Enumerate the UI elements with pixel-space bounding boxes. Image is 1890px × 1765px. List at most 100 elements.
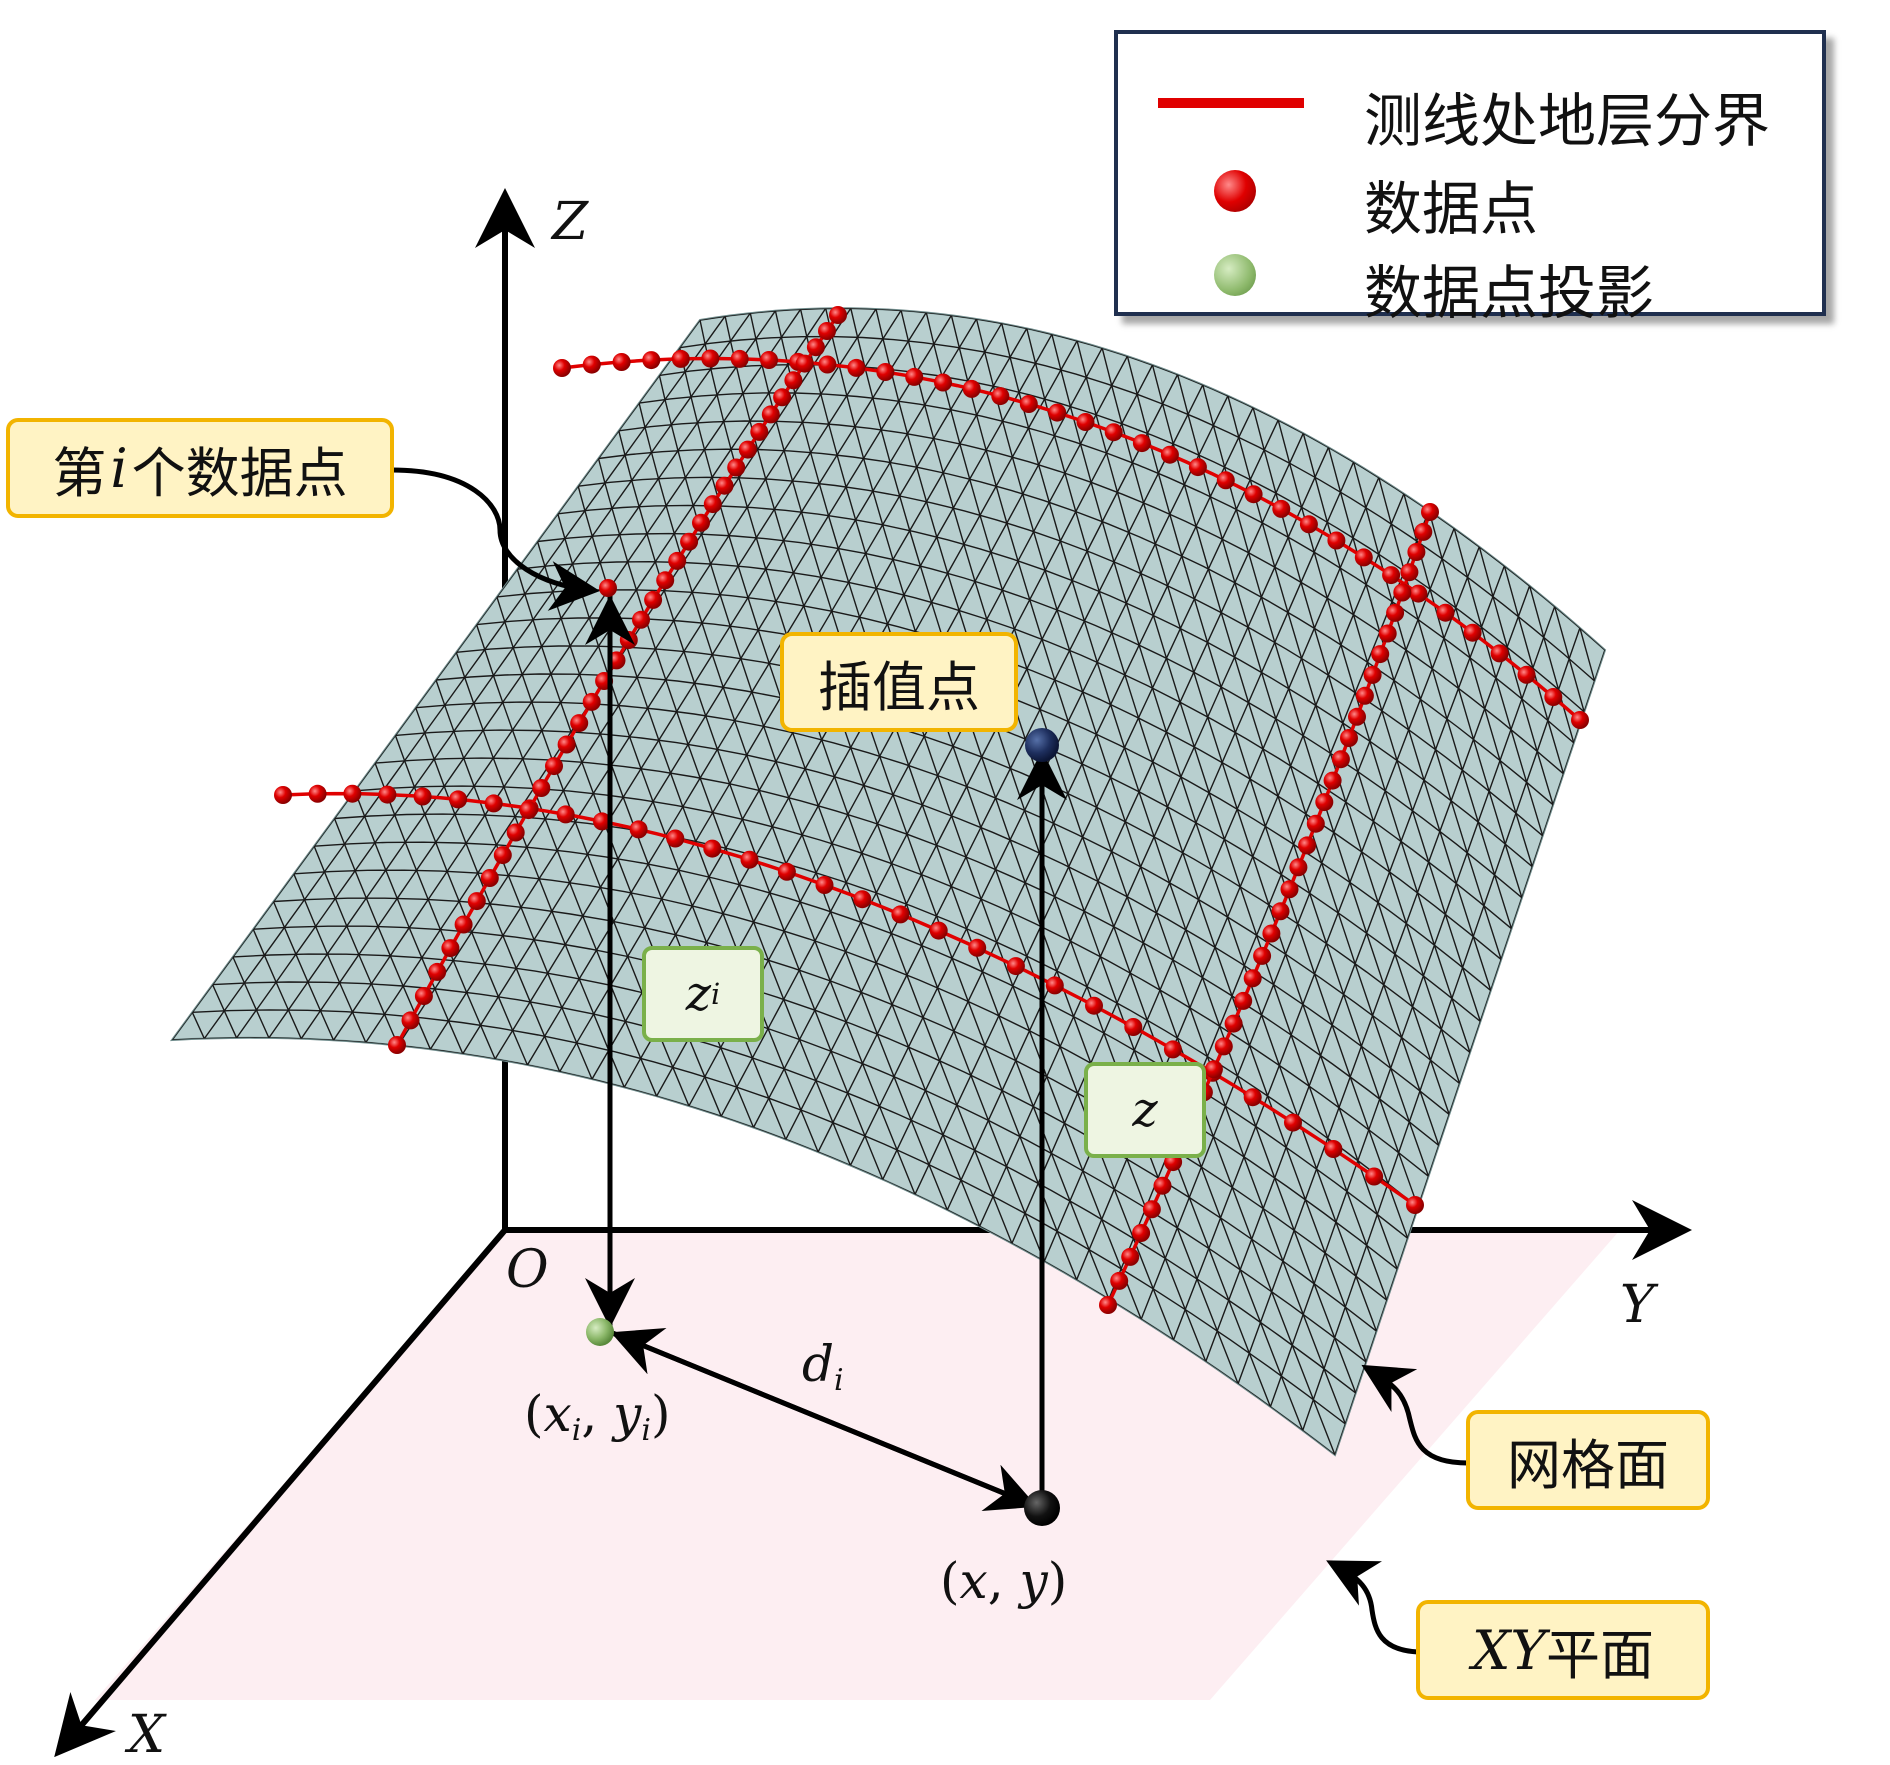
right-cross-boundary-point (1306, 814, 1325, 833)
middle-boundary-point (1085, 996, 1103, 1015)
mesh-line-diag (313, 845, 399, 1046)
top-boundary-point (934, 373, 952, 392)
middle-boundary-point (777, 862, 796, 881)
callout-pointers (391, 467, 1469, 1655)
mesh-line-diag (455, 652, 625, 1088)
top-boundary-point (1436, 603, 1455, 622)
right-cross-boundary-point (1407, 543, 1426, 561)
mesh-line-diag (232, 956, 270, 1039)
left-cross-boundary-point (619, 631, 638, 649)
left-cross-boundary-point (692, 513, 710, 532)
left-cross-boundary-point (680, 532, 699, 551)
top-boundary-point (876, 363, 895, 381)
right-cross-boundary-point (1340, 729, 1358, 747)
middle-boundary-point (378, 785, 397, 804)
legend-red-dot (1214, 170, 1256, 212)
mesh-line-diag (1126, 356, 1409, 1239)
left-cross-boundary-point (818, 322, 836, 340)
top-boundary-point (1382, 566, 1401, 585)
xy-label: (x, y) (940, 1552, 1068, 1610)
top-boundary-point (1132, 434, 1151, 453)
left-cross-boundary-point (795, 354, 814, 373)
right-cross-boundary-point (1371, 645, 1390, 664)
di-sub: i (834, 1363, 844, 1398)
mesh-line-diag (1151, 364, 1419, 1208)
right-cross-boundary-point (1110, 1271, 1129, 1290)
middle-boundary-point (740, 850, 759, 869)
middle-boundary-point (968, 938, 987, 957)
left-cross-boundary-point (545, 757, 563, 776)
left-cross-boundary-point (557, 735, 576, 754)
di-arrow-b (609, 1329, 1038, 1511)
mesh-line-diag (1453, 528, 1544, 837)
mesh-line-diag (1001, 323, 1357, 1394)
mesh-line-diag (658, 375, 948, 1211)
left-cross-boundary-point (467, 892, 486, 911)
di-base: d (802, 1335, 835, 1393)
right-cross-boundary-point (1234, 991, 1253, 1010)
ith-point-pointer (391, 467, 600, 611)
right-cross-boundary-point (1355, 686, 1374, 705)
top-boundary-point (730, 349, 749, 368)
right-cross-boundary-point (1400, 563, 1419, 582)
di-label: di (802, 1335, 844, 1398)
top-boundary-point (1019, 395, 1038, 413)
y-axis-label: Y (1620, 1275, 1655, 1335)
mesh-line-diag (925, 312, 1304, 1431)
mesh-line-diag (415, 707, 561, 1072)
right-cross-boundary-point (1224, 1014, 1243, 1033)
top-boundary-point (582, 355, 601, 374)
top-boundary-point (1299, 515, 1318, 534)
mesh-pointer (1361, 1364, 1469, 1466)
mesh-surface-label: 网格面 (1507, 1433, 1669, 1497)
top-boundary-point (991, 387, 1010, 406)
mesh-line-diag (1076, 340, 1388, 1301)
legend-item-boundary: 测线处地层分界 (1118, 64, 1822, 155)
query-point (1024, 1490, 1060, 1526)
top-boundary-point (701, 349, 720, 368)
left-cross-boundary-point (582, 692, 601, 711)
left-cross-boundary-point (644, 590, 663, 609)
middle-boundary-point (1406, 1196, 1424, 1214)
middle-boundary-point (629, 820, 648, 839)
mesh-line-diag (374, 762, 496, 1060)
top-boundary-point (1327, 531, 1346, 550)
right-cross-boundary-point (1289, 858, 1308, 877)
legend-line-swatch (1158, 98, 1304, 108)
left-cross-boundary-point (668, 551, 687, 570)
middle-boundary-point (449, 790, 468, 809)
middle-boundary-point (929, 921, 948, 940)
left-cross-boundary-point (656, 571, 675, 590)
middle-boundary-point (1124, 1018, 1143, 1036)
middle-boundary-point (1365, 1167, 1384, 1186)
top-boundary-point (760, 351, 778, 369)
mesh-line-diag (950, 315, 1336, 1455)
right-cross-boundary-point (1378, 624, 1397, 643)
mesh-line-diag (1579, 627, 1596, 682)
left-cross-boundary-point (750, 422, 769, 441)
middle-boundary-point (703, 839, 722, 858)
mesh-line-diag (975, 318, 1347, 1425)
middle-boundary-point (853, 890, 872, 909)
mesh-line-diag (875, 308, 1239, 1385)
measurement-arrows (585, 595, 1067, 1511)
top-boundary-point (1463, 623, 1482, 642)
middle-boundary-point (1045, 976, 1064, 995)
x-axis (54, 1228, 508, 1758)
zi-sub: i (711, 977, 721, 1011)
mesh-line-diag (1528, 585, 1575, 744)
interp-point (1025, 728, 1059, 762)
legend-green-dot (1214, 254, 1256, 296)
mesh-line-diag (1026, 328, 1367, 1363)
legend-label-projection: 数据点投影 (1364, 259, 1655, 327)
left-cross-boundary-point (806, 338, 825, 357)
ith-data-point (599, 579, 617, 597)
left-cross-boundary-point (773, 388, 792, 407)
x-axis-label: X (128, 1705, 166, 1765)
left-cross-boundary-point (428, 962, 447, 981)
middle-boundary-point (666, 829, 685, 848)
left-cross-boundary-point (738, 440, 757, 459)
